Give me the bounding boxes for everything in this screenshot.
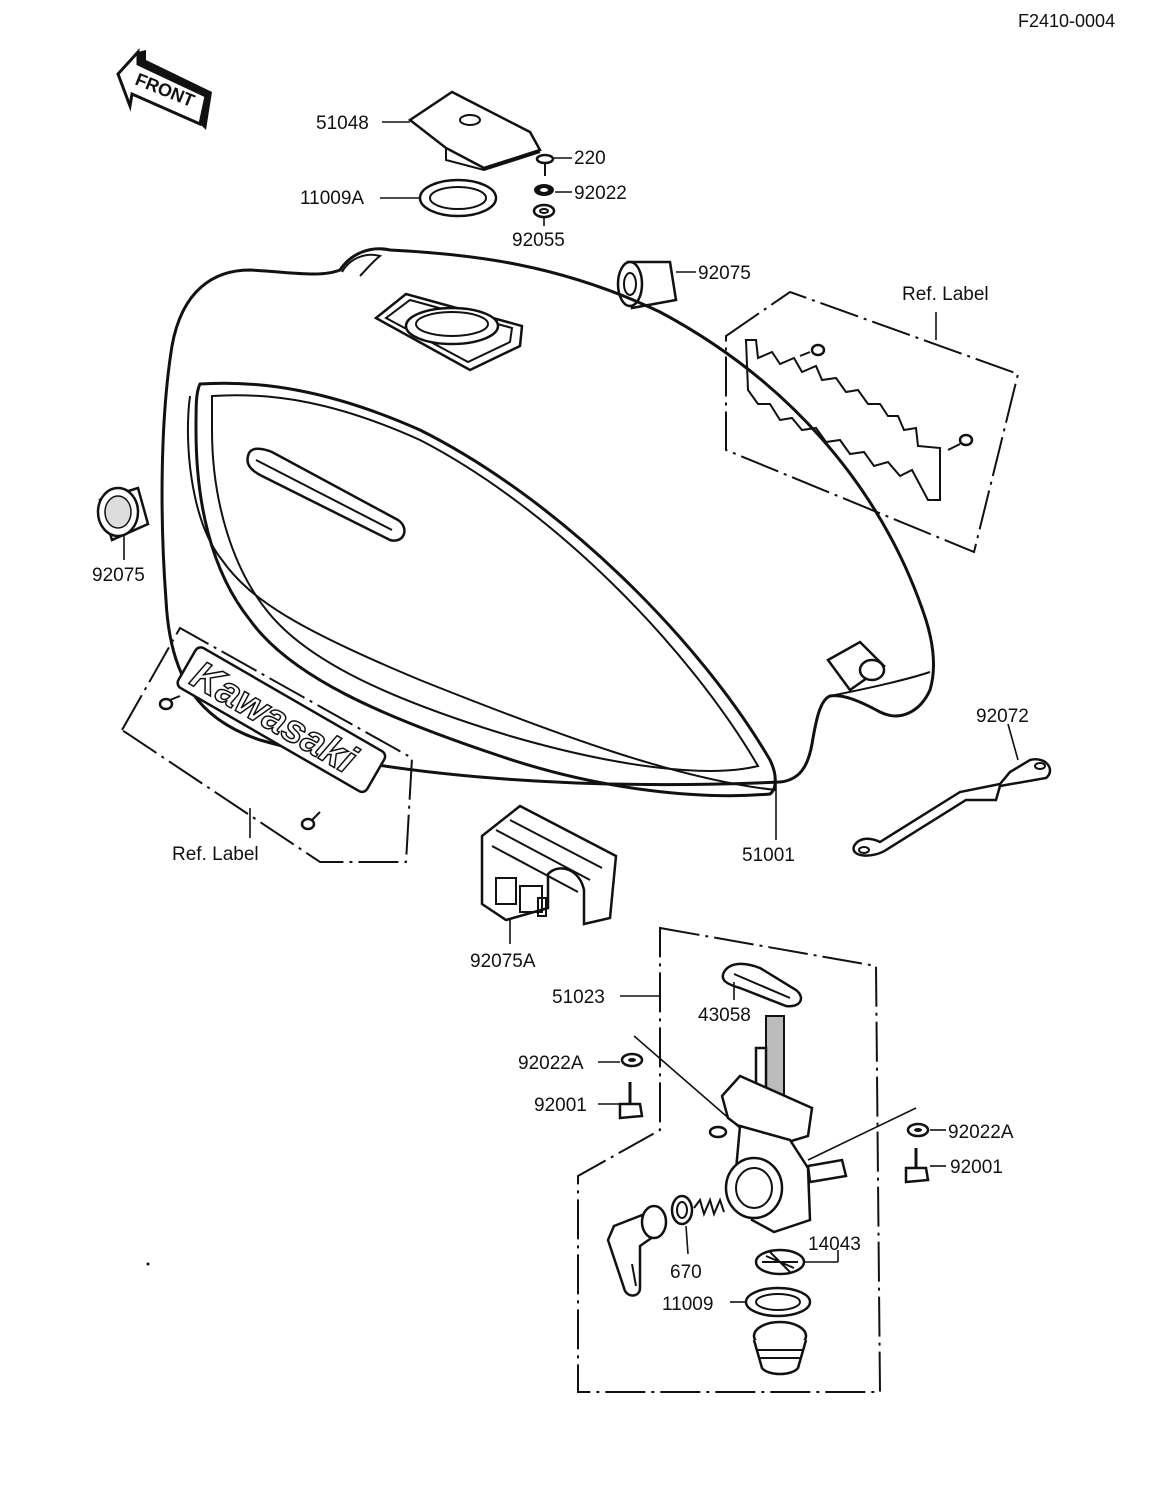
fuel-cap-51048 [407,90,542,172]
part-label-92022: 92022 [574,183,627,204]
o-ring-670 [670,1194,694,1226]
part-label-11009: 11009 [662,1294,713,1315]
front-arrow-icon: FRONT [116,48,212,130]
washer-92022A-left [620,1052,644,1068]
damper-92075-top [616,260,678,310]
fuel-cock-body [720,1015,848,1234]
kawasaki-emblem: Kawasaki [176,646,387,794]
washer-92055 [532,203,556,219]
ref-label-panel-right [725,290,1020,554]
part-label-92055: 92055 [512,230,565,251]
part-label-92022A-right: 92022A [948,1122,1014,1143]
gasket-11009 [744,1286,812,1318]
figure-id: F2410-0004 [1018,11,1115,31]
part-label-92022A-left: 92022A [518,1053,584,1074]
sediment-bowl [752,1320,808,1376]
part-label-11009A: 11009A [300,188,364,209]
part-label-670: 670 [670,1262,702,1283]
part-label-ref-label-right: Ref. Label [902,284,989,305]
part-label-51048: 51048 [316,113,369,134]
part-label-92075A: 92075A [470,951,536,972]
fuel-cock-lever-icon [606,1204,668,1297]
gasket-11009A [418,178,498,218]
part-label-51001: 51001 [742,845,795,866]
pad-92075A [480,804,618,926]
gasket-43058 [721,962,803,1008]
part-label-92001-left: 92001 [534,1095,587,1116]
washer-92022A-right [906,1122,930,1138]
screw-small-icon [708,1125,728,1139]
stray-dot [146,1262,150,1266]
washer-92022 [534,184,554,196]
part-label-ref-label-left: Ref. Label [172,844,259,865]
fuel-tank-51001 [160,247,935,798]
ref-label-panel-left: Kawasaki [120,626,414,863]
part-label-92072: 92072 [976,706,1029,727]
part-label-43058: 43058 [698,1005,751,1026]
part-label-220: 220 [574,148,606,169]
bracket-92072 [852,758,1052,857]
fuel-cock-panel [577,926,882,1393]
part-label-51023: 51023 [552,987,605,1008]
damper-92075-left [96,486,150,542]
part-label-92075-top: 92075 [698,263,751,284]
spring-icon [693,1197,725,1217]
emblem-text: Kawasaki [184,653,365,783]
bolt-92001-right [904,1148,930,1184]
bolt-92001-left [618,1082,644,1120]
screw-220 [535,153,555,176]
part-label-14043: 14043 [808,1234,861,1255]
filter-14043 [754,1248,806,1276]
part-label-92075-left: 92075 [92,565,145,586]
part-label-92001-right: 92001 [950,1157,1003,1178]
